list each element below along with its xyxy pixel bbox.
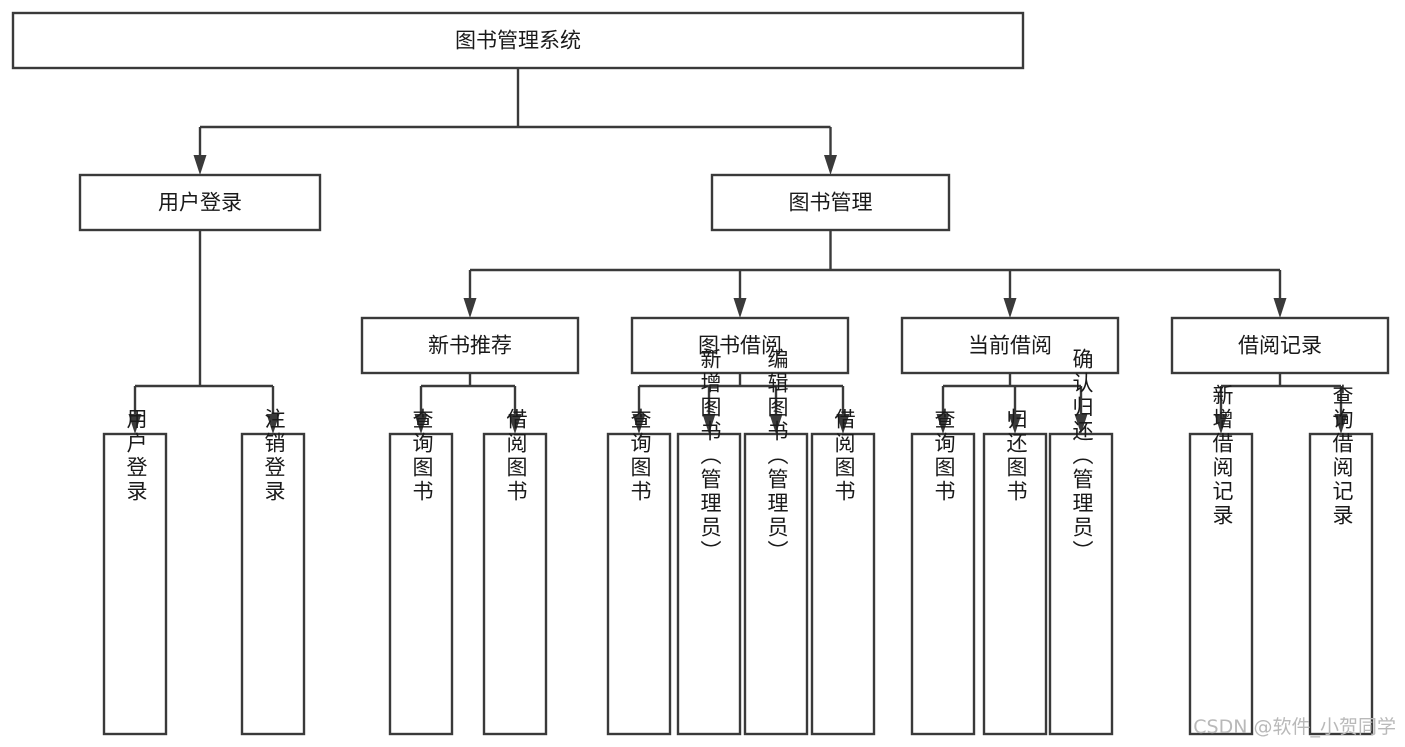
node-box [710, 173, 951, 232]
node-box [388, 432, 454, 736]
node-leaf-add-book[interactable]: 新增图书（管理员） [676, 348, 742, 736]
node-box [482, 432, 548, 736]
node-box [102, 432, 168, 736]
node-book-borrow[interactable]: 图书借阅 [630, 316, 850, 375]
node-label: 注销登录 [262, 408, 286, 504]
arrow-head-icon [463, 298, 477, 318]
node-leaf-borrow-book-recommend[interactable]: 借阅图书 [482, 408, 548, 736]
node-label: 查询图书 [932, 408, 956, 504]
node-leaf-query-record[interactable]: 查询借阅记录 [1308, 384, 1374, 736]
node-leaf-query-book-borrow[interactable]: 查询图书 [606, 408, 672, 736]
arrow-head-icon [266, 414, 280, 434]
node-label: 查询图书 [628, 408, 652, 504]
node-label: 借阅记录 [1238, 334, 1322, 358]
node-leaf-edit-book[interactable]: 编辑图书（管理员） [743, 348, 809, 736]
arrow-head-icon [128, 414, 142, 434]
node-label: 图书借阅 [698, 334, 782, 358]
node-current-borrow[interactable]: 当前借阅 [900, 316, 1120, 375]
arrow-head-icon [1003, 298, 1017, 318]
node-label: 用户登录 [124, 408, 148, 504]
node-book-management[interactable]: 图书管理 [710, 173, 951, 232]
node-label: 用户登录 [158, 191, 242, 215]
node-label: 查询图书 [410, 408, 434, 504]
arrow-head-icon [836, 414, 850, 434]
node-box [1188, 432, 1254, 736]
node-layer: 图书管理系统用户登录图书管理新书推荐图书借阅当前借阅借阅记录用户登录注销登录查询… [11, 11, 1390, 736]
arrow-head-icon [1334, 414, 1348, 434]
node-box [900, 316, 1120, 375]
node-leaf-return-book[interactable]: 归还图书 [982, 408, 1048, 736]
node-user-login[interactable]: 用户登录 [78, 173, 322, 232]
node-label: 归还图书 [1004, 408, 1028, 504]
node-box [360, 316, 580, 375]
node-label: 新增图书（管理员） [698, 348, 722, 564]
node-leaf-query-book-current[interactable]: 查询图书 [910, 408, 976, 736]
arrow-head-icon [936, 414, 950, 434]
arrow-head-icon [824, 155, 837, 175]
node-label: 新增借阅记录 [1210, 384, 1234, 528]
node-label: 新书推荐 [428, 334, 512, 358]
connector-layer [128, 68, 1348, 434]
node-label: 图书管理系统 [455, 29, 581, 53]
node-label: 确认归还（管理员） [1070, 348, 1094, 564]
node-root[interactable]: 图书管理系统 [11, 11, 1025, 70]
node-box [606, 432, 672, 736]
node-box [240, 432, 306, 736]
arrow-head-icon [193, 155, 207, 175]
node-leaf-add-record[interactable]: 新增借阅记录 [1188, 384, 1254, 736]
arrow-head-icon [702, 414, 716, 434]
node-box [810, 432, 876, 736]
node-leaf-confirm-return[interactable]: 确认归还（管理员） [1048, 348, 1114, 736]
node-borrow-record[interactable]: 借阅记录 [1170, 316, 1390, 375]
node-box [630, 316, 850, 375]
arrow-head-icon [1214, 414, 1228, 434]
arrow-head-icon [1273, 298, 1287, 318]
node-leaf-borrow-book[interactable]: 借阅图书 [810, 408, 876, 736]
node-leaf-user-login[interactable]: 用户登录 [102, 408, 168, 736]
node-box [982, 432, 1048, 736]
watermark-label: CSDN @软件_小贺同学 [1193, 716, 1396, 738]
arrow-head-icon [733, 298, 747, 318]
node-box [1170, 316, 1390, 375]
node-label: 编辑图书（管理员） [765, 348, 789, 564]
arrow-head-icon [1008, 414, 1022, 434]
node-label: 借阅图书 [832, 408, 856, 504]
arrow-head-icon [508, 414, 522, 434]
node-box [78, 173, 322, 232]
node-label: 图书管理 [789, 191, 873, 215]
node-leaf-logout[interactable]: 注销登录 [240, 408, 306, 736]
node-box [1048, 432, 1114, 736]
node-box [910, 432, 976, 736]
arrow-head-icon [769, 414, 783, 434]
node-new-book-recommend[interactable]: 新书推荐 [360, 316, 580, 375]
arrow-head-icon [414, 414, 428, 434]
node-box [743, 432, 809, 736]
node-label: 当前借阅 [968, 334, 1052, 358]
node-box [11, 11, 1025, 70]
node-leaf-query-book-recommend[interactable]: 查询图书 [388, 408, 454, 736]
node-box [676, 432, 742, 736]
arrow-head-icon [632, 414, 646, 434]
node-label: 借阅图书 [504, 408, 528, 504]
node-label: 查询借阅记录 [1330, 384, 1354, 528]
node-box [1308, 432, 1374, 736]
arrow-head-icon [1074, 414, 1088, 434]
